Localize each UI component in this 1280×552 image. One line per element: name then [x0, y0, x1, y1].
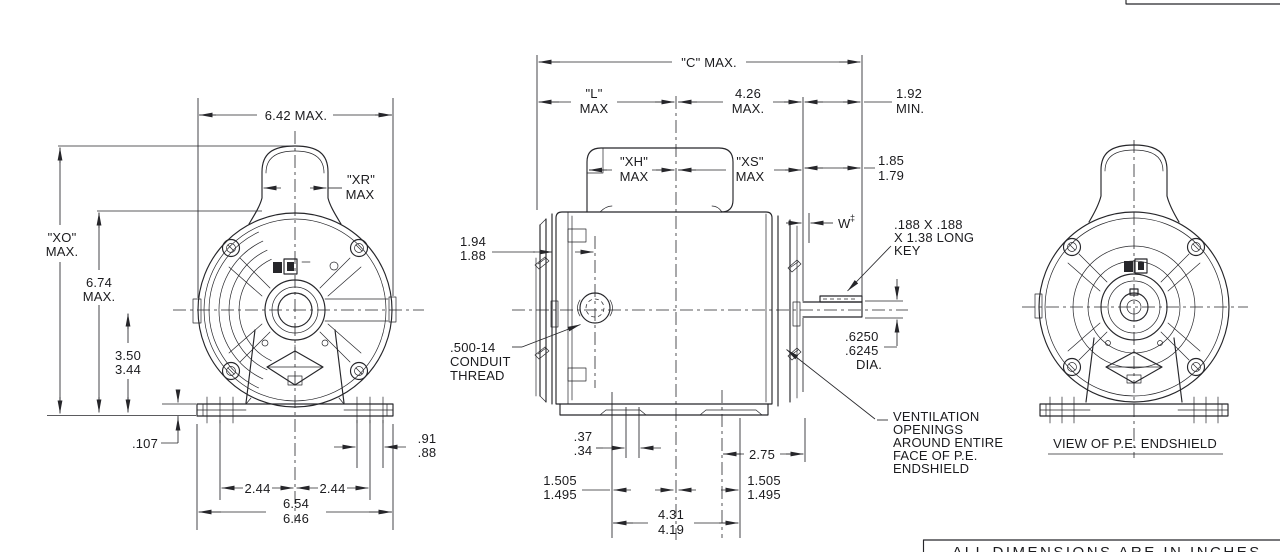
pe-caption: VIEW OF P.E. ENDSHIELD [1053, 436, 1217, 451]
dim-192-2: MIN. [896, 101, 924, 116]
dim-194: 1.94 [460, 234, 486, 249]
dim-1505-left-2: 1.495 [543, 487, 577, 502]
dim-350-2: 3.44 [115, 362, 141, 377]
dim-shaft-dia: .6250 [845, 329, 879, 344]
dim-426-2: MAX. [732, 101, 765, 116]
dim-l: "L" [585, 86, 602, 101]
dimension-note-box: ALL DIMENSIONS ARE IN INCHES [922, 539, 1280, 552]
front-corner-screws [221, 238, 369, 381]
dim-192: 1.92 [896, 86, 922, 101]
note-key: .188 X .188 [894, 217, 963, 232]
note-vent-4: FACE OF P.E. [893, 448, 978, 463]
top-right-box [1125, 0, 1280, 5]
dim-shaft-dia-2: .6245 [845, 343, 879, 358]
dim-xh-2: MAX [620, 169, 649, 184]
dim-xo: "XO" [48, 230, 77, 245]
dim-654: 6.54 [283, 496, 309, 511]
note-conduit-2: CONDUIT [450, 354, 511, 369]
dim-l-2: MAX [580, 101, 609, 116]
dim-185: 1.85 [878, 153, 904, 168]
dim-c: "C" MAX. [681, 55, 737, 70]
pe-view-caption: VIEW OF P.E. ENDSHIELD [1048, 436, 1223, 455]
dim-426: 4.26 [735, 86, 761, 101]
dim-xs: "XS" [736, 154, 764, 169]
dim-37-2: .34 [574, 443, 593, 458]
dim-37: .37 [574, 429, 593, 444]
dim-front-width: 6.42 MAX. [265, 108, 328, 123]
dim-107: .107 [132, 436, 158, 451]
note-vent-2: OPENINGS [893, 422, 963, 437]
dim-xo-2: MAX. [46, 244, 79, 259]
dim-1505-right: 1.505 [747, 473, 781, 488]
dim-w-mark: ‡ [850, 213, 855, 223]
dim-431-2: 4.19 [658, 522, 684, 537]
note-vent: VENTILATION [893, 409, 979, 424]
dimension-note-text: ALL DIMENSIONS ARE IN INCHES [952, 544, 1262, 552]
dim-shaft-dia-3: DIA. [856, 357, 882, 372]
note-conduit: .500-14 [450, 340, 496, 355]
dim-244-right: 2.44 [319, 481, 345, 496]
dim-350: 3.50 [115, 348, 141, 363]
front-view-body [173, 131, 424, 523]
dim-275: 2.75 [749, 447, 775, 462]
note-conduit-3: THREAD [450, 368, 505, 383]
dim-1505-right-2: 1.495 [747, 487, 781, 502]
dim-674: 6.74 [86, 275, 112, 290]
dim-91: .91 [418, 431, 437, 446]
dim-1505-left: 1.505 [543, 473, 577, 488]
dim-xs-2: MAX [736, 169, 765, 184]
dim-xr: "XR" [347, 172, 375, 187]
note-vent-3: AROUND ENTIRE [893, 435, 1003, 450]
dim-654-2: 6.46 [283, 511, 309, 526]
dim-185-2: 1.79 [878, 168, 904, 183]
dim-194-2: 1.88 [460, 248, 486, 263]
dim-xh: "XH" [620, 154, 648, 169]
dim-431: 4.31 [658, 507, 684, 522]
dim-674-2: MAX. [83, 289, 116, 304]
dim-244-left: 2.44 [244, 481, 270, 496]
note-vent-5: ENDSHIELD [893, 461, 969, 476]
dim-xr-2: MAX [346, 187, 375, 202]
note-key-3: KEY [894, 243, 921, 258]
note-key-2: X 1.38 LONG [894, 230, 974, 245]
side-view-body [512, 96, 908, 540]
pe-view-body [1022, 140, 1248, 458]
dim-w: W [838, 216, 851, 231]
side-view-dimensions: "C" MAX. "L" MAX 4.26 MAX. 1.92 MIN. "XH… [450, 55, 1003, 538]
front-view-dimensions: 6.42 MAX. "XR" MAX "XO" MAX. 6.74 MAX. 3… [46, 98, 437, 530]
dim-91-2: .88 [418, 445, 437, 460]
pe-corner-screws [1062, 237, 1206, 377]
